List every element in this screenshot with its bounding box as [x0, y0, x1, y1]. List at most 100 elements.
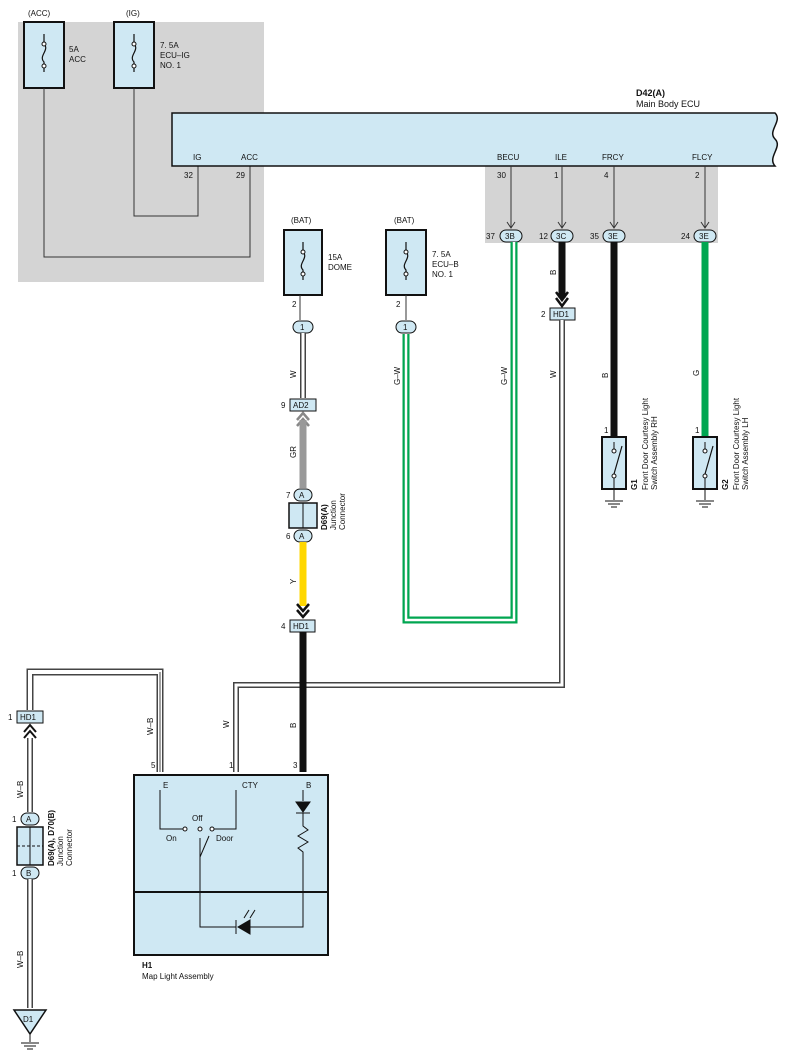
- conn-3c-pin: 12: [539, 232, 548, 241]
- switch-g2-pin: 1: [695, 426, 700, 435]
- wire-b-g1-label: B: [601, 373, 610, 378]
- ad2-label: AD2: [293, 401, 309, 410]
- wire-frcy: B: [601, 242, 618, 437]
- h1-term-e: E: [163, 781, 168, 790]
- led-diode-icon: [295, 801, 311, 813]
- h1-pin-e: 5: [151, 761, 156, 770]
- ecu-output-stubs: [506, 166, 710, 229]
- wire-b-main-label: B: [289, 723, 298, 728]
- junction-left: A 1 B 1 D69(A), D70(B) Junction Connecto…: [12, 810, 74, 1050]
- h1-pin-cty: 1: [229, 761, 234, 770]
- junction-right-name2: Connector: [338, 493, 347, 530]
- wire-gw-loop: G–W G–W: [393, 242, 518, 624]
- junction-left-code: D69(A), D70(B): [47, 810, 56, 866]
- junction-right-pin-bottom: 6: [286, 532, 291, 541]
- hd1-main-pin: 4: [281, 622, 286, 631]
- fuse-acc-source: (ACC): [28, 9, 51, 18]
- h1-name: Map Light Assembly: [142, 972, 214, 981]
- switch-g1-pin: 1: [604, 426, 609, 435]
- switch-g2-line2: Switch Assembly LH: [741, 417, 750, 490]
- fuse-dome: (BAT) 15A DOME 2 1: [283, 216, 352, 334]
- fuse-ecu-b: (BAT) 7. 5A ECU–B NO. 1 2 1: [385, 216, 459, 334]
- switch-g1: 1 G1 Front Door Courtesy Light Switch As…: [601, 397, 659, 508]
- ecu-pin-label-ig: IG: [193, 153, 201, 162]
- lamp-diode-icon: [237, 919, 251, 935]
- junction-left-pin-bottom: 1: [12, 869, 17, 878]
- fuse-ecu-ig-name: ECU–IG: [160, 51, 190, 60]
- junction-left-name2: Connector: [65, 829, 74, 866]
- fuse-acc-name: ACC: [69, 55, 86, 64]
- wire-w-ile-label: W: [549, 370, 558, 378]
- wire-gw-right-label: G–W: [500, 366, 509, 385]
- switch-g1-code: G1: [630, 479, 639, 490]
- ecu-pin-num-flcy: 2: [695, 171, 700, 180]
- conn-3e-frcy-pin: 35: [590, 232, 599, 241]
- conn-3c: 3C: [556, 232, 566, 241]
- junction-right-name1: Junction: [329, 500, 338, 530]
- junction-left-conn-top: A: [26, 815, 32, 824]
- wire-dome-chain: W AD2 9 GR A 7 A 6 D69(A) Junction Conne…: [281, 333, 347, 772]
- fuse-dome-pin: 2: [292, 300, 297, 309]
- ground-d1-label: D1: [23, 1015, 34, 1024]
- wire-gr-label: GR: [289, 446, 298, 458]
- ground-point-d1-icon: [12, 1009, 48, 1036]
- junction-left-pin-top: 1: [12, 815, 17, 824]
- ecu-pin-label-acc: ACC: [241, 153, 258, 162]
- wire-w-dome-label: W: [289, 370, 298, 378]
- hd1-left-pin: 1: [8, 713, 13, 722]
- ecu-output-connectors: 3B 37 3C 12 3E 35 3E 24: [486, 229, 717, 243]
- junction-right-code: D69(A): [320, 504, 329, 530]
- conn-3b: 3B: [505, 232, 515, 241]
- conn-3b-pin: 37: [486, 232, 495, 241]
- h1-term-cty: CTY: [242, 781, 259, 790]
- wire-wb-top-label: W–B: [146, 718, 155, 735]
- conn-3e-frcy: 3E: [608, 232, 618, 241]
- h1-term-b: B: [306, 781, 311, 790]
- wire-g-g2-label: G: [692, 370, 701, 376]
- switch-g1-line1: Front Door Courtesy Light: [641, 397, 650, 490]
- wire-y-label: Y: [289, 578, 298, 584]
- fuse-acc-rating: 5A: [69, 45, 79, 54]
- fuse-ecu-b-name2: NO. 1: [432, 270, 453, 279]
- fuse-acc: (ACC) 5A ACC: [23, 9, 86, 89]
- wire-wb-left1-label: W–B: [16, 781, 25, 798]
- h1-switch-off: Off: [192, 814, 203, 823]
- hd1-main-label: HD1: [293, 622, 310, 631]
- ecu-pin-num-frcy: 4: [604, 171, 609, 180]
- wire-gw-left-label: G–W: [393, 366, 402, 385]
- ecu-pin-label-flcy: FLCY: [692, 153, 713, 162]
- h1-switch-door: Door: [216, 834, 234, 843]
- wire-ile: B HD1 2 W: [541, 242, 576, 378]
- fuse-ecu-b-conn: 1: [403, 323, 408, 332]
- main-body-ecu: D42(A) Main Body ECU IG ACC BECU ILE FRC…: [171, 88, 778, 180]
- fuse-dome-rating: 15A: [328, 253, 343, 262]
- conn-3e-flcy-pin: 24: [681, 232, 690, 241]
- fuse-dome-name: DOME: [328, 263, 352, 272]
- fuse-ecu-ig-source: (IG): [126, 9, 140, 18]
- fuse-ecu-b-rating: 7. 5A: [432, 250, 451, 259]
- wire-w-ile-to-cty: W: [222, 320, 565, 772]
- h1-switch-on: On: [166, 834, 177, 843]
- ecu-code: D42(A): [636, 88, 665, 98]
- h1-pin-b: 3: [293, 761, 298, 770]
- switch-g1-line2: Switch Assembly RH: [650, 416, 659, 490]
- ad2-pin: 9: [281, 401, 286, 410]
- fuse-ecu-b-pin: 2: [396, 300, 401, 309]
- junction-left-name1: Junction: [56, 836, 65, 866]
- ecu-pin-num-ile: 1: [554, 171, 559, 180]
- switch-g2-line1: Front Door Courtesy Light: [732, 397, 741, 490]
- map-light-assembly: 5 1 3 E CTY B Off On Door H1 Map Light A…: [133, 761, 329, 981]
- switch-g2: 1 G2 Front Door Courtesy Light Switch As…: [692, 397, 750, 508]
- ecu-pin-num-ig: 32: [184, 171, 193, 180]
- fuse-dome-source: (BAT): [291, 216, 312, 225]
- conn-3e-flcy: 3E: [699, 232, 709, 241]
- ecu-pin-label-frcy: FRCY: [602, 153, 624, 162]
- fuse-to-ecu-wires: [43, 88, 251, 258]
- switch-g2-code: G2: [721, 479, 730, 490]
- wire-wb-left-route: W–B HD1 1 W–B: [8, 668, 164, 812]
- h1-code: H1: [142, 961, 153, 970]
- hd1-ile-pin: 2: [541, 310, 546, 319]
- ecu-pin-num-acc: 29: [236, 171, 245, 180]
- junction-left-conn-bottom: B: [26, 869, 31, 878]
